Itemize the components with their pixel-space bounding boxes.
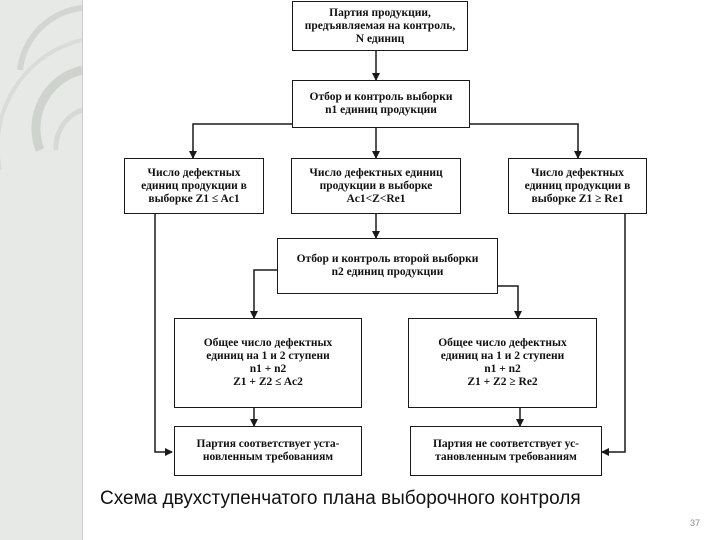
lot-rejected-line-1: Партия не соответствует ус- [432, 438, 580, 450]
accept-first-line-3: выборке Z1 ≤ Ac1 [148, 192, 240, 205]
reject-first-line-2: единиц продукции в [524, 179, 631, 192]
accept-first-line-1: Число дефектных [147, 166, 241, 179]
reject-second-line-4: Z1 + Z2 ≥ Re2 [467, 376, 538, 388]
accept-second-stage-box: Общее число дефектных единиц на 1 и 2 ст… [174, 318, 362, 408]
left-strip-border [82, 0, 83, 540]
accept-second-line-1: Общее число дефектных [203, 337, 333, 349]
lot-accepted-line-1: Партия соответствует уста- [196, 438, 340, 450]
lot-line-3: N единиц [355, 32, 405, 45]
reject-second-line-3: n1 + n2 [484, 363, 521, 375]
reject-first-stage-box: Число дефектных единиц продукции в выбор… [508, 158, 647, 214]
first-sample-line-2: n1 единиц продукции [325, 104, 437, 116]
first-sample-box: Отбор и контроль выборки n1 единиц проду… [292, 80, 470, 128]
accept-second-line-2: единиц на 1 и 2 ступени [206, 350, 330, 362]
intermediate-line-2: продукции в выборке [319, 179, 433, 192]
lot-box: Партия продукции, предъявляемая на контр… [292, 1, 468, 51]
first-sample-line-1: Отбор и контроль выборки [309, 91, 453, 103]
reject-second-line-2: единиц на 1 и 2 ступени [440, 350, 565, 362]
accept-second-line-4: Z1 + Z2 ≤ Ac2 [233, 376, 303, 388]
accept-first-stage-box: Число дефектных единиц продукции в выбор… [124, 158, 264, 214]
lot-accepted-box: Партия соответствует уста- новленным тре… [174, 426, 362, 476]
decorative-circles [0, 5, 82, 170]
reject-first-line-1: Число дефектных [531, 166, 624, 179]
lot-line-1: Партия продукции, [329, 6, 431, 19]
second-sample-box: Отбор и контроль второй выборки n2 едини… [277, 238, 498, 294]
intermediate-line-3: Ac1<Z<Re1 [346, 192, 406, 205]
accept-first-line-2: единиц продукции в [141, 179, 247, 192]
slide-caption: Схема двухступенчатого плана выборочного… [100, 488, 581, 509]
page-number: 37 [690, 518, 701, 528]
intermediate-line-1: Число дефектных единиц [309, 166, 443, 179]
lot-line-2: предъявляемая на контроль, [304, 19, 456, 32]
accept-second-line-3: n1 + n2 [249, 363, 287, 375]
reject-second-line-1: Общее число дефектных [438, 337, 567, 349]
lot-accepted-line-2: новленным требованиям [202, 451, 334, 463]
lot-rejected-box: Партия не соответствует ус- тановленным … [410, 426, 602, 476]
lot-rejected-line-2: тановленным требованиям [435, 451, 577, 463]
intermediate-first-stage-box: Число дефектных единиц продукции в выбор… [291, 158, 461, 214]
second-sample-line-2: n2 единиц продукции [331, 266, 444, 278]
reject-second-stage-box: Общее число дефектных единиц на 1 и 2 ст… [408, 318, 597, 408]
second-sample-line-1: Отбор и контроль второй выборки [296, 253, 479, 265]
reject-first-line-3: выборке Z1 ≥ Re1 [531, 192, 624, 205]
